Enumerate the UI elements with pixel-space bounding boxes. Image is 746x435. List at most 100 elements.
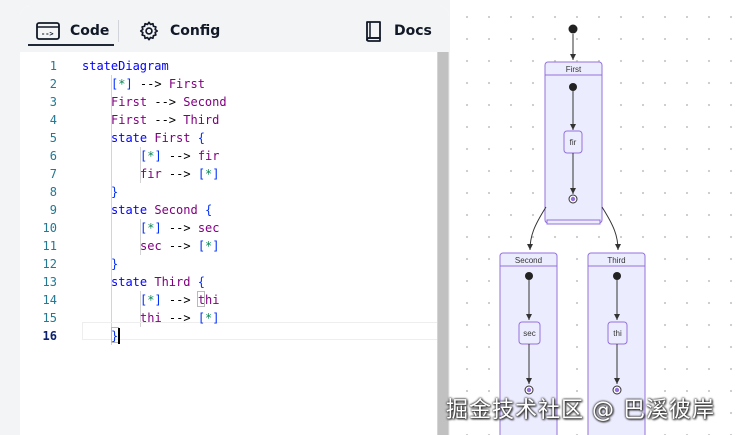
tab-config[interactable]: Config	[138, 18, 220, 44]
code-token: state	[111, 131, 155, 145]
code-token: sec	[197, 221, 220, 235]
code-token: [	[197, 239, 206, 253]
tab-divider	[118, 20, 119, 42]
code-token: -->	[161, 293, 198, 307]
line-number: 14	[42, 293, 57, 307]
code-line: }	[111, 255, 118, 273]
state-sec-label: sec	[523, 329, 535, 338]
code-token: [	[111, 77, 119, 91]
line-number: 4	[49, 113, 57, 127]
code-token: [	[197, 311, 206, 325]
state-sec[interactable]: sec	[518, 321, 541, 345]
scrollbar-thumb[interactable]	[438, 52, 448, 435]
end-node-inner	[614, 387, 620, 393]
code-token: -->	[132, 77, 169, 91]
code-token: ]	[154, 149, 162, 163]
code-token: ]	[125, 77, 133, 91]
code-token: *	[205, 311, 213, 325]
indent-guide	[140, 219, 141, 255]
code-token: sec	[140, 239, 162, 253]
line-number: 5	[49, 131, 57, 145]
code-token: fir	[197, 149, 220, 163]
code-token: ]	[212, 311, 220, 325]
code-token: {	[190, 275, 205, 289]
state-first-label: First	[566, 65, 582, 74]
editor-tabbar: --> Code Config Docs	[20, 6, 449, 52]
line-number: 9	[49, 203, 57, 217]
tab-code-label: Code	[70, 23, 110, 39]
line-number: 7	[49, 167, 57, 181]
code-token: First	[168, 77, 205, 91]
tab-code[interactable]: --> Code	[36, 18, 109, 44]
current-line-highlight	[82, 322, 449, 340]
state-thi[interactable]: thi	[607, 321, 628, 345]
code-line: [*] --> sec	[140, 219, 220, 237]
state-second-label: Second	[515, 256, 542, 265]
code-token: [	[140, 293, 148, 307]
line-number: 8	[49, 185, 57, 199]
code-token: *	[205, 239, 213, 253]
code-line: thi --> [*]	[140, 309, 220, 327]
code-token: -->	[147, 95, 184, 109]
tab-docs[interactable]: Docs	[364, 18, 432, 44]
watermark: 掘金技术社区 @ 巴溪彼岸	[446, 398, 715, 423]
code-token: *	[147, 293, 155, 307]
code-token: ]	[154, 293, 162, 307]
line-number: 12	[42, 257, 57, 271]
line-number: 1	[49, 59, 57, 73]
code-token: *	[118, 77, 126, 91]
start-node	[568, 24, 578, 34]
end-node-inner	[526, 387, 532, 393]
line-number: 3	[49, 95, 57, 109]
terminal-icon: -->	[36, 22, 60, 40]
code-line: [*] --> thi	[140, 291, 220, 309]
code-line: fir --> [*]	[140, 165, 220, 183]
code-token: First	[111, 113, 148, 127]
code-token: -->	[161, 311, 198, 325]
diagram-preview[interactable]: First fir Second sec	[450, 0, 746, 435]
code-token: thi	[140, 311, 162, 325]
line-number: 2	[49, 77, 57, 91]
code-line: First --> Second	[111, 93, 227, 111]
code-token: -->	[161, 239, 198, 253]
line-number: 15	[42, 311, 57, 325]
editor-scrollbar[interactable]	[437, 52, 449, 435]
code-token: ]	[212, 239, 220, 253]
state-fir[interactable]: fir	[563, 130, 583, 154]
state-diagram: First fir Second sec	[499, 24, 646, 435]
line-number: 6	[49, 149, 57, 163]
code-line: }	[111, 327, 118, 345]
code-token: First	[111, 95, 148, 109]
start-node	[613, 272, 621, 280]
indent-guide	[140, 147, 141, 183]
code-token: *	[147, 149, 155, 163]
code-token: }	[111, 329, 119, 343]
state-thi-label: thi	[613, 329, 622, 338]
code-token: [	[197, 167, 206, 181]
code-token: -->	[161, 149, 198, 163]
gear-icon	[139, 21, 159, 41]
code-token: stateDiagram	[82, 59, 169, 73]
code-line: state Second {	[111, 201, 212, 219]
code-token: -->	[147, 113, 184, 127]
code-token: [	[140, 221, 148, 235]
code-line: state Third {	[111, 273, 205, 291]
code-line: [*] --> fir	[140, 147, 220, 165]
line-number: 11	[42, 239, 57, 253]
tab-active-indicator	[28, 44, 114, 46]
code-token: Second	[183, 95, 227, 109]
line-number-gutter: 1 2 3 4 5 6 7 8 9 10 11 12 13 14 15 16	[20, 52, 76, 435]
code-editor[interactable]: 1 2 3 4 5 6 7 8 9 10 11 12 13 14 15 16 s…	[20, 52, 449, 435]
code-token: Third	[154, 275, 191, 289]
code-token: }	[111, 185, 119, 199]
code-line: stateDiagram	[82, 57, 169, 75]
indent-guide	[111, 75, 112, 345]
code-token: ]	[212, 167, 220, 181]
editor-panel: --> Code Config Docs 1 2 3 4	[20, 6, 449, 435]
code-token: state	[111, 275, 155, 289]
code-token: First	[154, 131, 191, 145]
code-token: Third	[183, 113, 220, 127]
code-token: state	[111, 203, 155, 217]
indent-guide	[140, 291, 141, 327]
tab-config-label: Config	[170, 23, 221, 39]
